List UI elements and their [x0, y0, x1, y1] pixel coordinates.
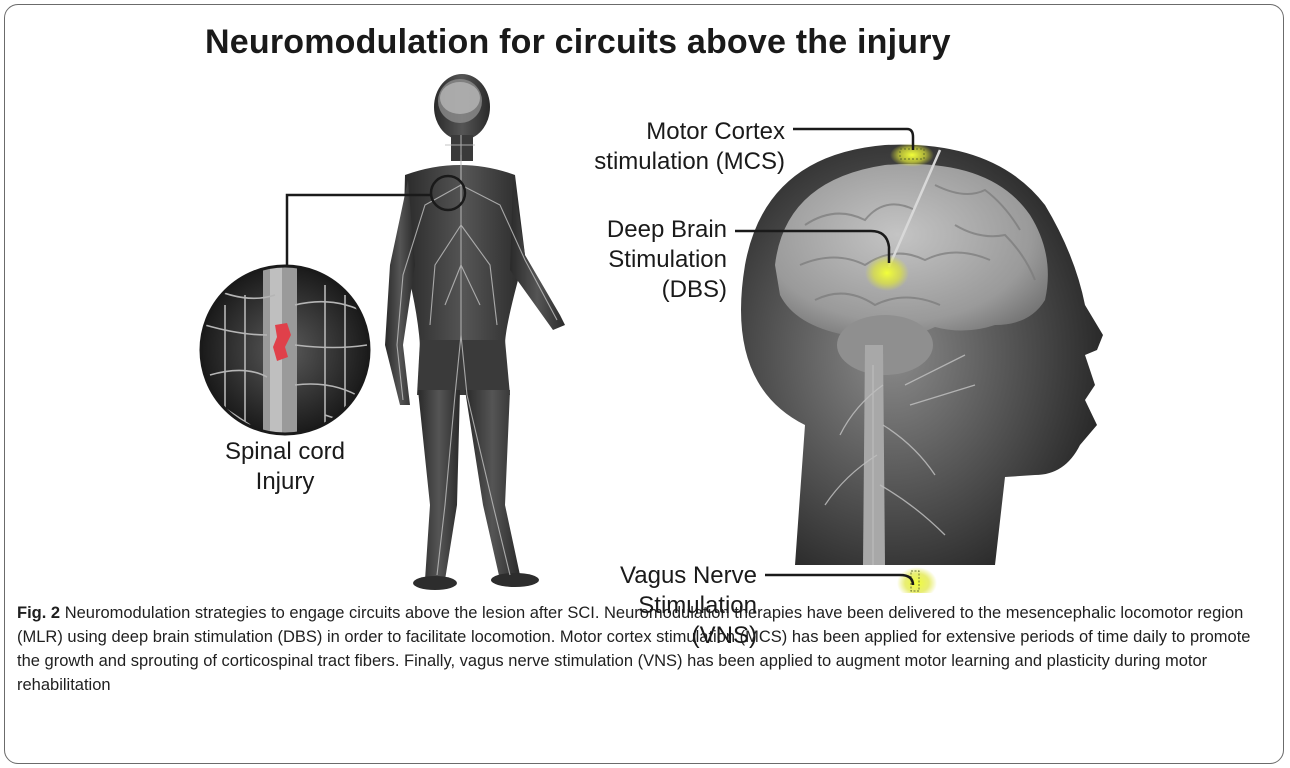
label-mcs: Motor Cortex stimulation (MCS): [575, 117, 785, 177]
caption-text: Neuromodulation strategies to engage cir…: [17, 604, 1250, 694]
vns-cuff-glow: [897, 567, 937, 593]
caption-label: Fig. 2: [17, 604, 60, 622]
head-profile: [741, 143, 1103, 593]
spinal-cord-inset: [201, 260, 370, 440]
figure-caption: Fig. 2 Neuromodulation strategies to eng…: [17, 601, 1269, 697]
figure-title: Neuromodulation for circuits above the i…: [205, 23, 951, 62]
figure-frame: Neuromodulation for circuits above the i…: [4, 4, 1284, 764]
label-dbs: Deep Brain Stimulation (DBS): [565, 215, 727, 305]
vns-leader-line: [765, 575, 913, 585]
human-figure: [385, 74, 565, 590]
dbs-target-glow: [865, 255, 909, 291]
label-spinal-cord-injury: Spinal cord Injury: [195, 437, 375, 497]
figure-panel: Neuromodulation for circuits above the i…: [5, 5, 1284, 593]
